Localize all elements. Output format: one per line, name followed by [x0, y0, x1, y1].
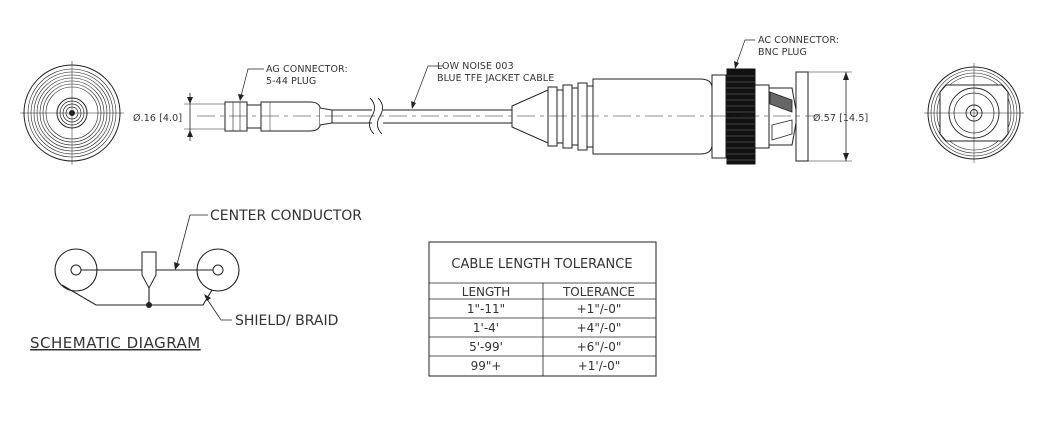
table-cell-length-4: 99"+ [471, 359, 502, 373]
table-cell-tolerance-4: +1'/-0" [578, 359, 621, 373]
table-cell-length-1: 1"-11" [467, 302, 505, 316]
table-cell-tolerance-2: +4"/-0" [577, 321, 622, 335]
left-end-view [20, 61, 124, 165]
ac-connector-callout-line1: AC CONNECTOR: [758, 35, 839, 46]
center-conductor-label: CENTER CONDUCTOR [210, 208, 362, 224]
cable-callout-line2: BLUE TFE JACKET CABLE [437, 73, 554, 84]
side-view [184, 39, 852, 165]
ag-connector-callout-line1: AG CONNECTOR: [266, 64, 348, 75]
table-cell-tolerance-1: +1"/-0" [577, 302, 622, 316]
shield-braid-label: SHIELD/ BRAID [235, 313, 338, 329]
schematic-title: SCHEMATIC DIAGRAM [30, 334, 201, 352]
tolerance-table [428, 241, 657, 377]
dim-small-label: Ø.16 [4.0] [133, 113, 182, 124]
table-cell-tolerance-3: +6"/-0" [577, 340, 622, 354]
dim-large-label: Ø.57 [14.5] [813, 113, 868, 124]
cable-callout-line1: LOW NOISE 003 [437, 61, 514, 72]
table-cell-length-2: 1'-4' [473, 321, 499, 335]
right-end-view [924, 63, 1024, 163]
schematic-diagram [54, 214, 240, 321]
ac-connector-callout-line2: BNC PLUG [758, 47, 807, 58]
table-title: CABLE LENGTH TOLERANCE [451, 257, 632, 272]
table-cell-length-3: 5'-99' [469, 340, 503, 354]
table-header-tolerance: TOLERANCE [562, 285, 635, 299]
ag-connector-callout-line2: 5-44 PLUG [266, 76, 316, 87]
table-header-length: LENGTH [462, 285, 510, 299]
